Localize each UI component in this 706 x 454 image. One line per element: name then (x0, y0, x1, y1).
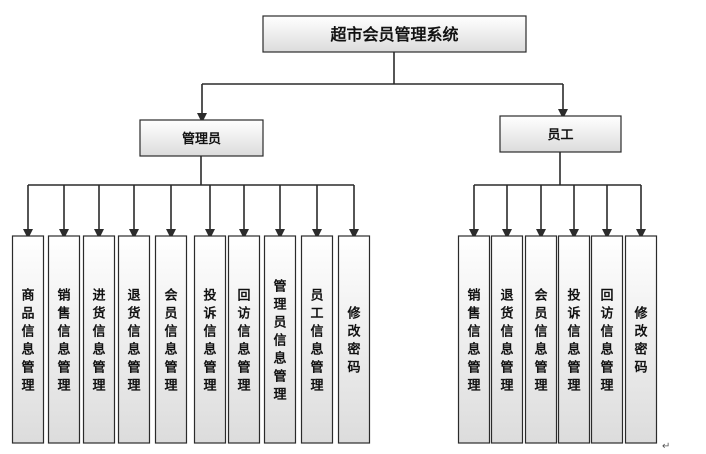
paragraph-mark: ↵ (662, 441, 670, 452)
module-nodes: 商品信息管理 销售信息管理 进货信息管理 退货信息管理 会员信息管理 投诉信息管理 回访信息… (11, 235, 658, 444)
module-label-admin-0: 商品信息管理 (21, 288, 34, 394)
module-label-staff-1: 退货信息管理 (500, 289, 513, 394)
module-label-admin-3: 退货信息管理 (127, 289, 140, 394)
root-node: 超市会员管理系统 (262, 15, 527, 53)
module-label-admin-7: 管理员信息管理 (273, 279, 286, 403)
module-node-admin-0: 商品信息管理 (11, 235, 45, 444)
module-node-staff-5: 修改密码 (624, 235, 658, 444)
module-label-staff-0: 销售信息管理 (467, 288, 480, 394)
module-label-admin-4: 会员信息管理 (164, 288, 178, 394)
module-node-admin-6: 回访信息管理 (227, 235, 261, 444)
module-node-admin-2: 进货信息管理 (82, 235, 116, 444)
module-node-admin-4: 会员信息管理 (154, 235, 188, 444)
module-node-admin-7: 管理员信息管理 (263, 235, 297, 444)
module-label-admin-1: 销售信息管理 (57, 288, 70, 394)
root-label: 超市会员管理系统 (329, 25, 458, 44)
role-node-admin: 管理员 (139, 119, 264, 157)
module-node-staff-0: 销售信息管理 (457, 235, 491, 444)
module-label-admin-5: 投诉信息管理 (203, 288, 216, 394)
module-node-admin-9: 修改密码 (337, 235, 371, 444)
module-node-staff-1: 退货信息管理 (490, 235, 524, 444)
module-label-staff-3: 投诉信息管理 (567, 288, 580, 394)
module-node-staff-3: 投诉信息管理 (557, 235, 591, 444)
module-label-admin-9: 修改密码 (346, 306, 361, 376)
role-label-admin: 管理员 (182, 131, 221, 147)
module-node-admin-1: 销售信息管理 (47, 235, 81, 444)
module-node-admin-5: 投诉信息管理 (193, 235, 227, 444)
module-label-staff-4: 回访信息管理 (600, 289, 613, 394)
connector-lines (23, 52, 646, 239)
module-label-admin-2: 进货信息管理 (92, 289, 105, 394)
module-label-staff-5: 修改密码 (633, 306, 648, 376)
module-node-staff-4: 回访信息管理 (590, 235, 624, 444)
role-label-staff: 员工 (547, 128, 573, 143)
module-node-staff-2: 会员信息管理 (524, 235, 558, 444)
module-label-staff-2: 会员信息管理 (534, 288, 548, 394)
role-node-staff: 员工 (499, 115, 622, 153)
module-label-admin-6: 回访信息管理 (237, 289, 250, 394)
module-label-admin-8: 员工信息管理 (310, 289, 323, 394)
module-node-admin-8: 员工信息管理 (300, 235, 334, 444)
module-node-admin-3: 退货信息管理 (117, 235, 151, 444)
